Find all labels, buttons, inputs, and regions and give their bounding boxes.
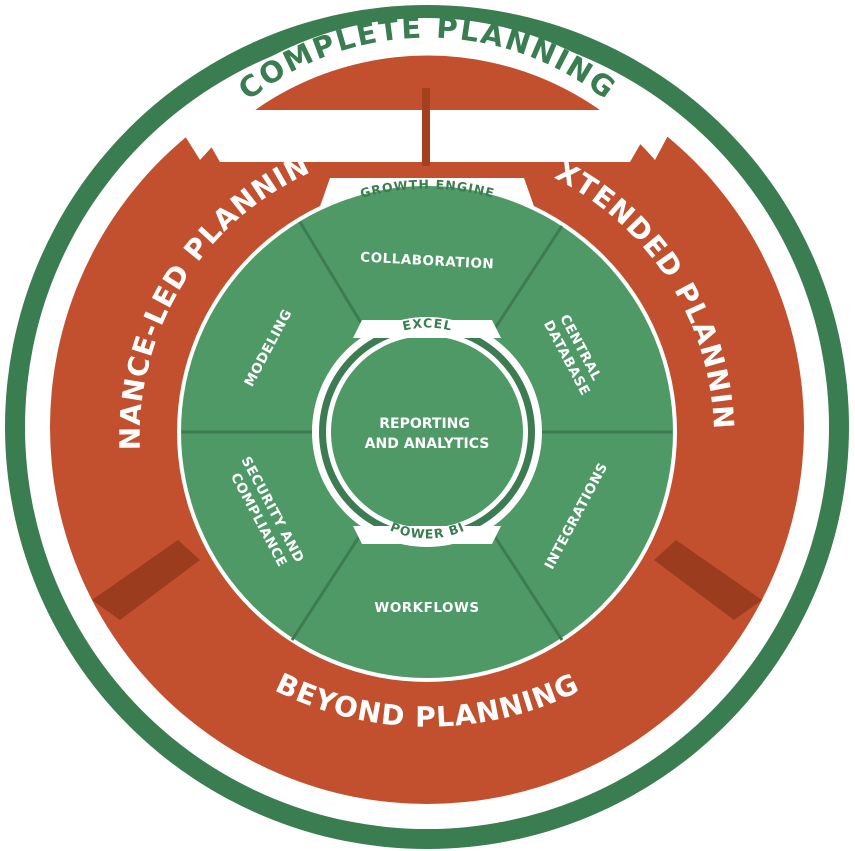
complete-planning-tab — [180, 17, 672, 160]
left-shadow-divider — [92, 540, 200, 620]
excel-tab — [353, 320, 501, 338]
right-shadow-divider — [654, 540, 762, 620]
center-disc — [331, 336, 523, 528]
center-label: REPORTING AND ANALYTICS — [365, 416, 490, 452]
workflows-label: WORKFLOWS — [374, 600, 479, 616]
power-bi-tab — [353, 526, 501, 544]
collaboration-label: COLLABORATION — [360, 250, 495, 273]
center-line-1: REPORTING — [379, 416, 470, 432]
excel-label: EXCEL — [401, 316, 454, 334]
power-bi-label: POWER BI — [388, 519, 466, 542]
center-line-2: AND ANALYTICS — [365, 436, 490, 452]
top-divider — [422, 88, 430, 166]
